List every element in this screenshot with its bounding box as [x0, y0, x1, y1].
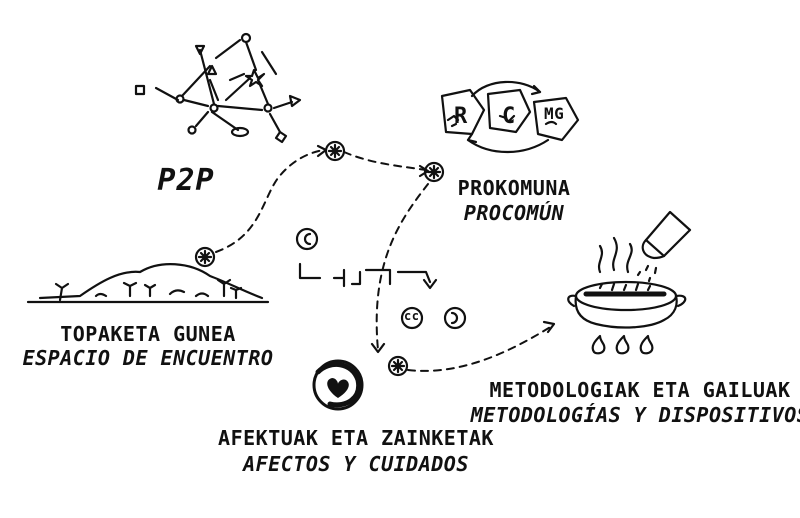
- procomun-box-r: R: [454, 104, 468, 129]
- copyleft-symbol-icon: [443, 306, 467, 330]
- procomun-cycle-icon: [440, 80, 580, 154]
- copyright-icon: [295, 227, 319, 251]
- network-graph-icon: [134, 32, 302, 144]
- creative-commons-icon: [400, 306, 424, 330]
- cooking-pot-icon: [567, 236, 687, 355]
- salt-shaker-icon: [636, 210, 692, 283]
- espacio-encuentro-label: ESPACIO DE ENCUENTRO: [22, 346, 274, 370]
- topaketa-gunea-label: TOPAKETA GUNEA: [60, 322, 236, 346]
- metodologias-label: METODOLOGÍAS Y DISPOSITIVOS: [470, 403, 800, 427]
- prokomuna-label: PROKOMUNA: [457, 176, 571, 200]
- afektuak-label: AFEKTUAK ETA ZAINKETAK: [218, 426, 494, 450]
- license-evolution-path: [295, 227, 467, 330]
- island-icon: [26, 263, 270, 304]
- procomun-box-c: C: [502, 104, 516, 129]
- p2p-title: P2P: [157, 163, 215, 198]
- cc-label: cc: [404, 309, 420, 323]
- copyleft-heart-icon: [312, 359, 364, 411]
- metodologiak-label: METODOLOGIAK ETA GAILUAK: [489, 378, 791, 402]
- afectos-label: AFECTOS Y CUIDADOS: [243, 452, 469, 476]
- procomun-box-mg: MG: [544, 104, 565, 123]
- asterisk-waypoint-icon: [194, 140, 445, 377]
- procomun-label: PROCOMÚN: [463, 201, 565, 225]
